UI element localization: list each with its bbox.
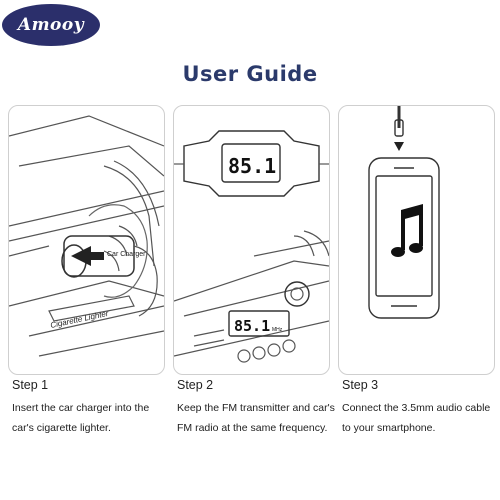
step2-text: Keep the FM transmitter and car's FM rad… bbox=[177, 402, 335, 434]
step1-text: Insert the car charger into the car's ci… bbox=[12, 402, 150, 434]
brand-name: Amooy bbox=[17, 15, 85, 35]
page-title: User Guide bbox=[182, 62, 318, 86]
step1-title: Step 1 bbox=[12, 378, 49, 392]
step1-caption: Step 1 Insert the car charger into the c… bbox=[12, 378, 172, 438]
step2-illustration: 85.1 85.1 MHz bbox=[173, 105, 330, 375]
step1-illustration: Car Charger Cigarette Lighter bbox=[8, 105, 165, 375]
music-note-icon bbox=[391, 204, 423, 257]
smartphone-drawing bbox=[368, 106, 440, 319]
step2-title: Step 2 bbox=[177, 378, 214, 392]
step3-title: Step 3 bbox=[342, 378, 379, 392]
step3-text: Connect the 3.5mm audio cable to your sm… bbox=[342, 402, 491, 434]
step3-illustration bbox=[338, 105, 495, 375]
step2-caption: Step 2 Keep the FM transmitter and car's… bbox=[177, 378, 337, 438]
brand-logo: Amooy bbox=[2, 4, 100, 46]
step3-caption: Step 3 Connect the 3.5mm audio cable to … bbox=[342, 378, 498, 438]
radio-display: 85.1 bbox=[234, 317, 270, 335]
car-charger-drawing: Car Charger Cigarette Lighter bbox=[9, 115, 164, 357]
lighter-label: Cigarette Lighter bbox=[50, 309, 110, 330]
insert-arrow-icon bbox=[71, 246, 104, 266]
charger-label: Car Charger bbox=[107, 251, 146, 258]
fm-transmitter-drawing: 85.1 85.1 MHz bbox=[174, 130, 329, 363]
down-arrow-icon bbox=[394, 142, 404, 151]
transmitter-display: 85.1 bbox=[228, 154, 276, 178]
radio-unit: MHz bbox=[272, 327, 283, 333]
